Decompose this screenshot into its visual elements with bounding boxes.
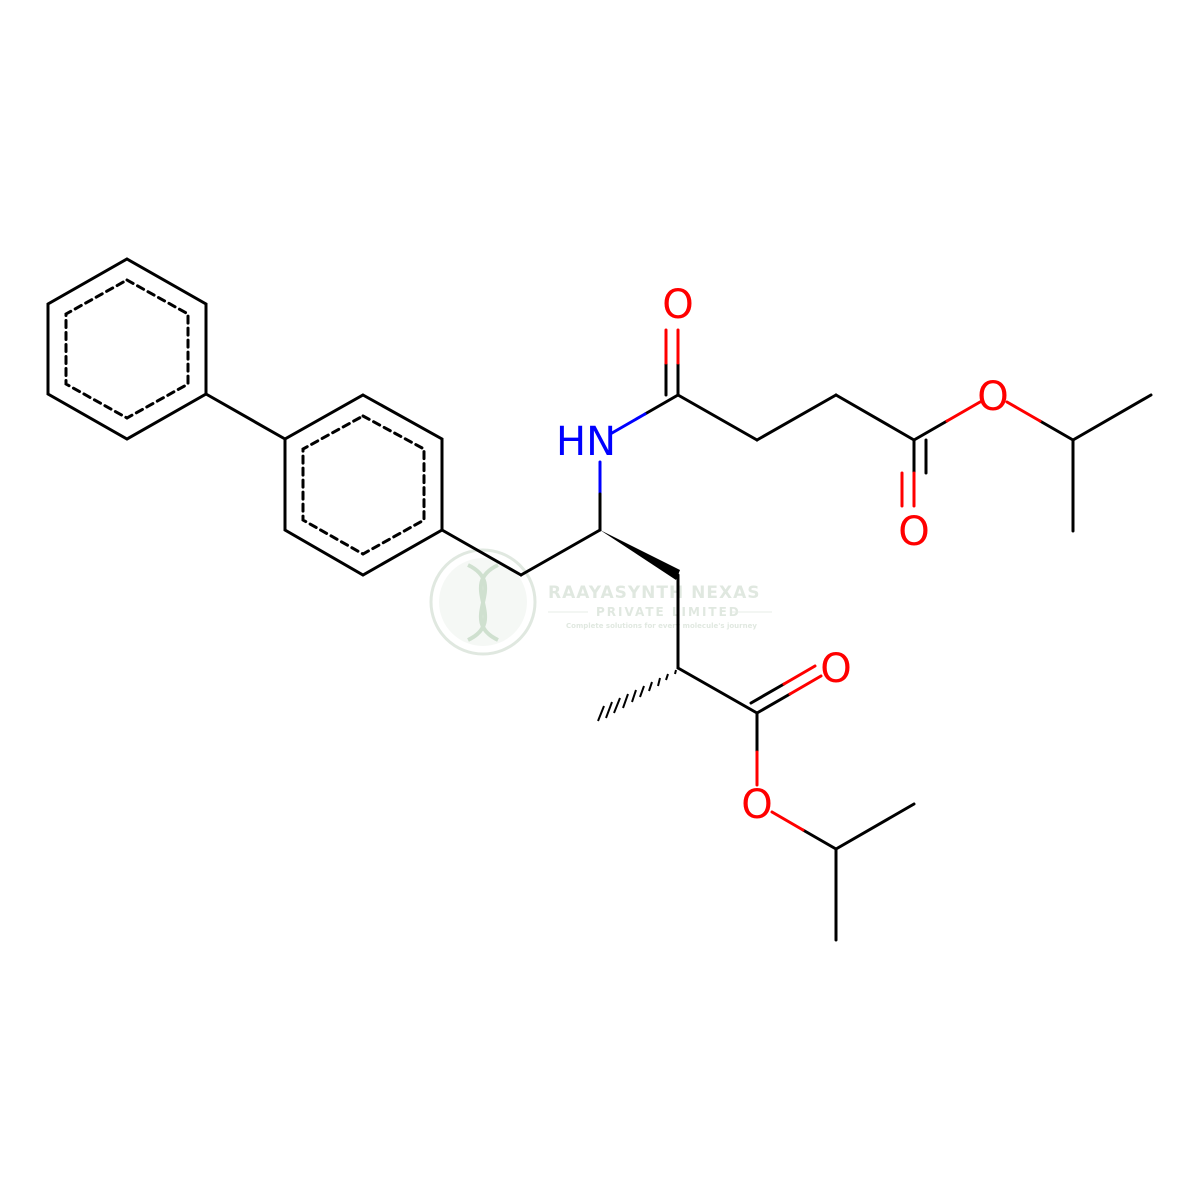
succinyl-bond-1 [676, 393, 759, 442]
watermark-logo-ring [429, 548, 537, 656]
watermark-company-name: RAAYASYNTH NEXAS [548, 583, 761, 603]
ester1-carbonyl-red-b [782, 664, 817, 686]
ester1-carbonyl-black-b [749, 682, 786, 705]
hetero-bonds [598, 328, 1042, 832]
ester2-co-black [912, 419, 949, 442]
isopropyl2-o-bond-black [1038, 419, 1075, 442]
benzyl-bond-2 [519, 528, 602, 577]
dna-helix-icon [467, 563, 499, 642]
ester1-carbonyl-oxygen-label: O [898, 509, 929, 555]
phenyl-ring-outer [46, 257, 208, 441]
phenylene-ring-outer [283, 393, 444, 577]
bonds [46, 257, 1153, 942]
succinyl-bond-3 [834, 393, 916, 442]
amide-nitrogen-label: HN [556, 419, 616, 465]
phenylene-ring-aromatic-inner [301, 414, 426, 556]
watermark-subtitle: PRIVATE LIMITED [596, 605, 741, 619]
hashed-wedge-bond [597, 669, 677, 722]
amide-oxygen-label: O [662, 282, 693, 328]
ester1-single-oxygen-label: O [977, 374, 1008, 420]
isopropyl2-bond-a [1071, 393, 1153, 442]
biaryl-bond [204, 392, 287, 441]
ester-alpha-bond [676, 666, 759, 715]
watermark-tagline: Complete solutions for every molecule's … [566, 622, 757, 630]
ester2-single-oxygen-label: O [741, 782, 772, 828]
phenyl-ring-aromatic-inner [64, 278, 190, 420]
isopropyl1-o-red [770, 810, 805, 832]
amide-cn-black [643, 393, 680, 416]
isopropyl2-o-red [1005, 400, 1042, 423]
ester2-co-red [945, 400, 982, 423]
ester1-carbonyl-red-a [788, 674, 823, 696]
ester1-carbonyl-black-a [755, 692, 792, 715]
isopropyl1-bond-a [834, 802, 916, 851]
amide-cn-blue [610, 412, 647, 435]
wedge-bond-bold [600, 530, 680, 580]
isopropyl1-o-bond-black [801, 828, 838, 851]
company-watermark: RAAYASYNTH NEXAS PRIVATE LIMITED Complet… [429, 548, 772, 656]
succinyl-bond-2 [755, 393, 838, 442]
benzyl-bond-1 [440, 528, 523, 577]
ester2-carbonyl-oxygen-label: O [820, 646, 851, 692]
